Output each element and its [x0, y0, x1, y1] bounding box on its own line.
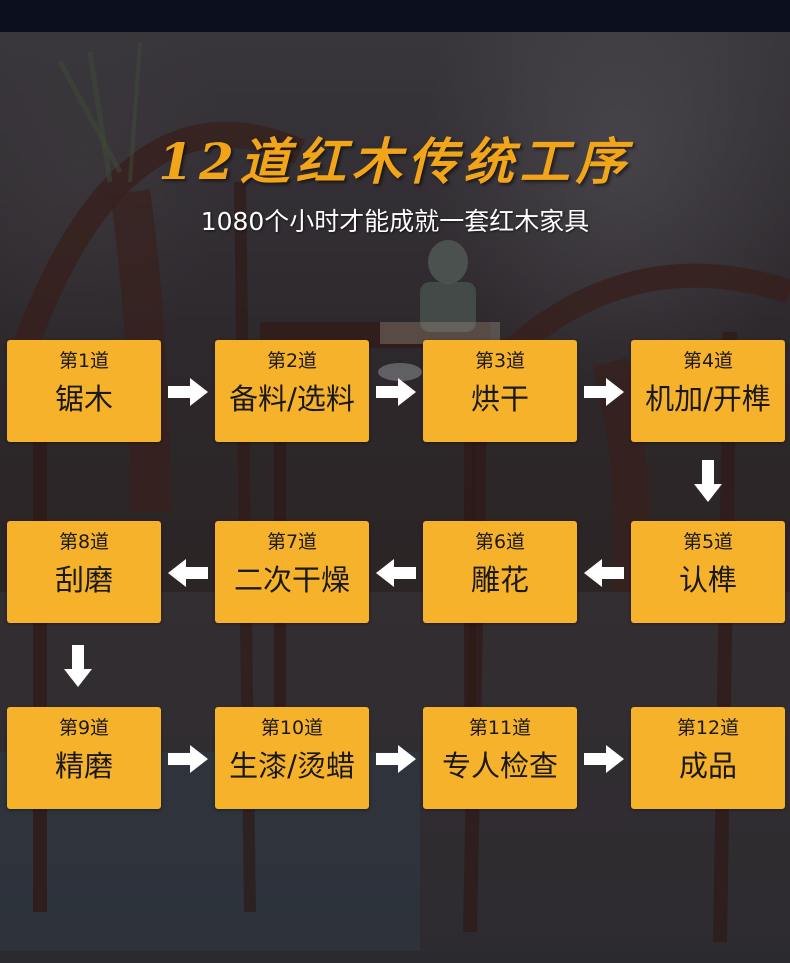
- step-number: 第11道: [468, 717, 532, 739]
- arrow-right-icon: [166, 376, 210, 408]
- step-number: 第2道: [266, 350, 318, 372]
- arrow-down-icon: [62, 643, 94, 689]
- arrow-left-icon: [374, 557, 418, 589]
- step-name: 雕花: [470, 563, 529, 597]
- step-number: 第8道: [58, 531, 110, 553]
- step-name: 备料/选料: [229, 382, 355, 416]
- step-name: 专人检查: [441, 749, 558, 783]
- process-step-10: 第10道 生漆/烫蜡: [215, 707, 369, 809]
- step-number: 第4道: [682, 350, 734, 372]
- process-step-3: 第3道 烘干: [423, 340, 577, 442]
- step-number: 第6道: [474, 531, 526, 553]
- process-step-5: 第5道 认榫: [631, 521, 785, 623]
- step-number: 第5道: [682, 531, 734, 553]
- step-number: 第9道: [58, 717, 110, 739]
- step-name: 锯木: [54, 382, 113, 416]
- process-step-8: 第8道 刮磨: [7, 521, 161, 623]
- step-number: 第12道: [676, 717, 740, 739]
- step-name: 生漆/烫蜡: [229, 749, 355, 783]
- process-step-4: 第4道 机加/开榫: [631, 340, 785, 442]
- step-number: 第10道: [260, 717, 324, 739]
- process-step-12: 第12道 成品: [631, 707, 785, 809]
- step-name: 精磨: [54, 749, 113, 783]
- step-number: 第7道: [266, 531, 318, 553]
- step-number: 第1道: [58, 350, 110, 372]
- process-step-2: 第2道 备料/选料: [215, 340, 369, 442]
- arrow-right-icon: [374, 743, 418, 775]
- process-step-1: 第1道 锯木: [7, 340, 161, 442]
- arrow-left-icon: [166, 557, 210, 589]
- step-name: 刮磨: [54, 563, 113, 597]
- step-number: 第3道: [474, 350, 526, 372]
- arrow-down-icon: [692, 458, 724, 504]
- page-title: 12道红木传统工序: [158, 132, 632, 191]
- process-step-6: 第6道 雕花: [423, 521, 577, 623]
- step-name: 烘干: [470, 382, 529, 416]
- arrow-right-icon: [582, 376, 626, 408]
- arrow-left-icon: [582, 557, 626, 589]
- arrow-right-icon: [582, 743, 626, 775]
- top-bar: [0, 0, 790, 32]
- process-step-7: 第7道 二次干燥: [215, 521, 369, 623]
- step-name: 二次干燥: [233, 563, 350, 597]
- arrow-right-icon: [166, 743, 210, 775]
- process-step-9: 第9道 精磨: [7, 707, 161, 809]
- step-name: 成品: [678, 749, 737, 783]
- arrow-right-icon: [374, 376, 418, 408]
- bottom-bar: [0, 951, 790, 963]
- page-subtitle: 1080个小时才能成就一套红木家具: [200, 207, 590, 236]
- step-name: 机加/开榫: [645, 382, 771, 416]
- step-name: 认榫: [678, 563, 737, 597]
- process-step-11: 第11道 专人检查: [423, 707, 577, 809]
